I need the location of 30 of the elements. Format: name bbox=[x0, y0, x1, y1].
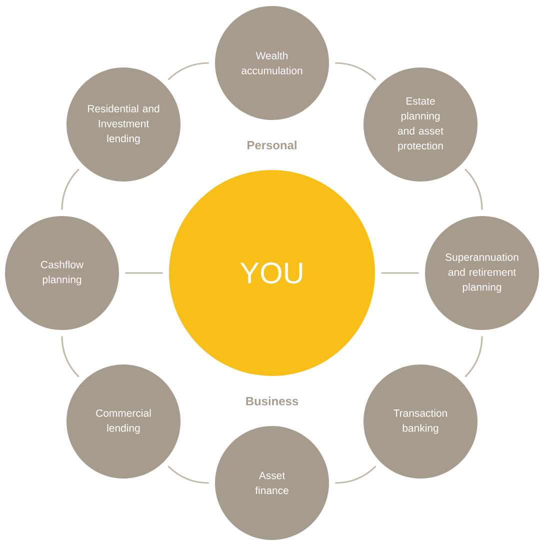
connector-line bbox=[61, 168, 80, 210]
connector-line bbox=[381, 272, 419, 274]
circle-label: Superannuation and retirement planning bbox=[446, 253, 518, 293]
service-circle bbox=[425, 216, 539, 330]
center-circle bbox=[169, 170, 375, 376]
circle-label: YOU bbox=[240, 262, 302, 284]
connector-line bbox=[168, 466, 209, 484]
connector-line bbox=[464, 168, 483, 210]
service-circle bbox=[364, 364, 478, 478]
circle-label: Residential and Investment lending bbox=[88, 104, 160, 144]
service-circle bbox=[364, 68, 478, 182]
section-label: Business bbox=[246, 396, 298, 406]
service-circle bbox=[215, 426, 329, 540]
connector-line bbox=[168, 62, 209, 80]
service-circle bbox=[5, 216, 119, 330]
connector-line bbox=[464, 336, 483, 378]
circle-label: Asset finance bbox=[255, 472, 288, 494]
connector-line bbox=[335, 62, 376, 80]
service-circle bbox=[66, 68, 180, 182]
service-circle bbox=[215, 6, 329, 120]
connector-line bbox=[125, 272, 163, 274]
circle-label: Estate planning and asset protection bbox=[398, 97, 444, 152]
circle-label: Wealth accumulation bbox=[242, 52, 302, 74]
connector-line bbox=[335, 466, 376, 484]
service-circle bbox=[66, 364, 180, 478]
circle-label: Cashflow planning bbox=[41, 260, 84, 286]
circle-label: Transaction banking bbox=[394, 409, 447, 434]
circle-label: Commercial lending bbox=[96, 409, 151, 434]
connector-line bbox=[61, 336, 80, 378]
section-label: Personal bbox=[248, 140, 296, 150]
